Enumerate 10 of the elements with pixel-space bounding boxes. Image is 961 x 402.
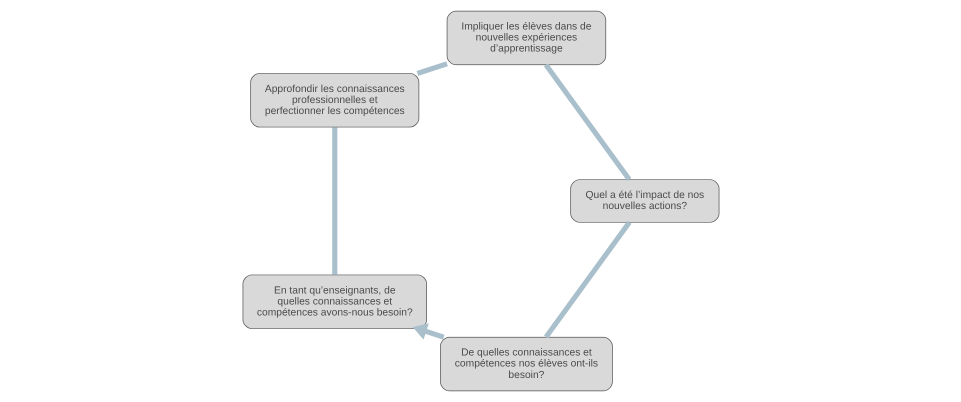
connector bbox=[543, 220, 631, 339]
node-box: Quel a été l’impact de nos nouvelles actions? bbox=[570, 179, 719, 223]
node-box: Approfondir les connaissances professionnelles et perfectionner les compétences bbox=[250, 73, 419, 128]
arrow bbox=[412, 323, 444, 340]
node-box: En tant qu’enseignants, de quelles connaissances et compétences avons-nous besoin? bbox=[242, 274, 426, 329]
node-box: Impliquer les élèves dans de nouvelles expériences d’apprentissage bbox=[446, 10, 606, 66]
connector bbox=[543, 63, 631, 182]
node-box: De quelles connaissances et compétences nos élèves ont-ils besoin? bbox=[440, 336, 612, 392]
connector bbox=[416, 61, 448, 76]
connector bbox=[332, 127, 337, 275]
